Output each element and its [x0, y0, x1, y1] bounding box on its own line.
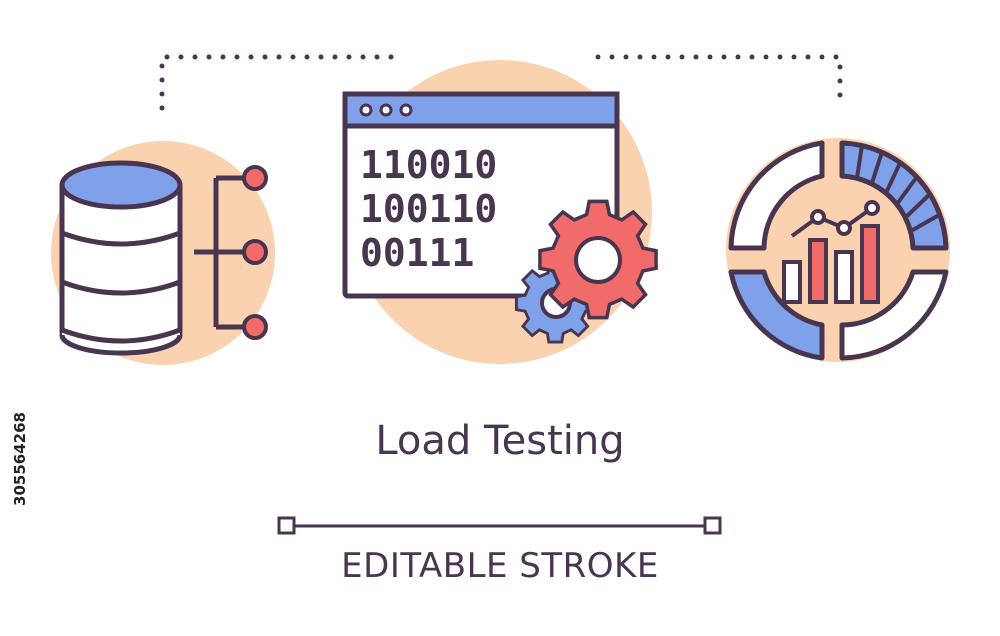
- dotted-connector-right: [595, 54, 843, 111]
- binary-row-2: 100110: [360, 187, 497, 231]
- editable-stroke-divider: [277, 516, 722, 535]
- red-gear-icon: [538, 199, 658, 320]
- analytics-chart-icon: [726, 138, 950, 362]
- chart-bar-2: [808, 238, 828, 304]
- page-title: Load Testing: [375, 418, 625, 464]
- stock-id: 305564268: [11, 412, 29, 506]
- binary-row-1: 110010: [360, 143, 497, 187]
- binary-row-3: 00111: [360, 231, 474, 275]
- database-icon: [51, 141, 275, 365]
- chart-bar-1: [782, 260, 802, 304]
- subtitle: EDITABLE STROKE: [341, 546, 659, 586]
- chart-bar-3: [834, 250, 854, 304]
- chart-bar-4: [860, 224, 880, 304]
- code-window-gear-icon: 110010 100110 00111: [342, 60, 658, 364]
